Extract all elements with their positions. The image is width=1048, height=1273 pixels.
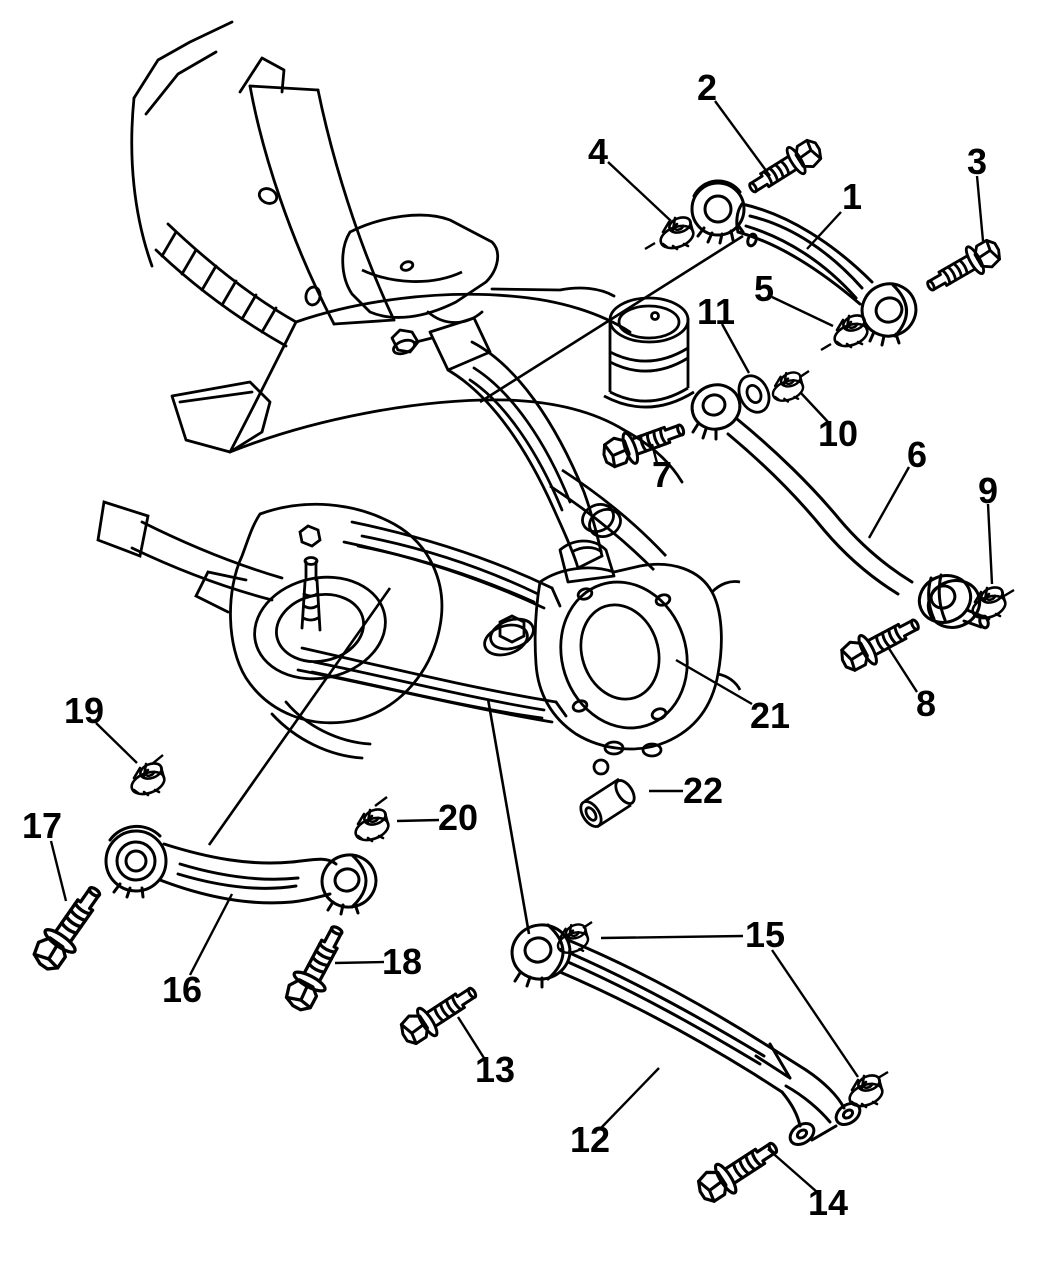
upper-arm-installed <box>390 316 604 570</box>
callout-1: 1 <box>842 176 862 217</box>
leader-1 <box>806 211 842 250</box>
leader-14 <box>767 1148 818 1193</box>
leader-15b <box>771 949 859 1078</box>
leader-lines <box>49 100 994 1193</box>
leader-6 <box>867 466 911 539</box>
subframe-bushing <box>603 296 695 409</box>
leader-5 <box>771 295 834 328</box>
callout-17: 17 <box>22 805 62 846</box>
rear-upper-beam <box>549 468 668 571</box>
part-2-bolt <box>741 132 828 204</box>
heat-shield <box>341 213 500 319</box>
leader-20 <box>396 818 440 823</box>
leader-2 <box>714 100 771 177</box>
callout-6: 6 <box>907 434 927 475</box>
part-20-nut <box>351 805 393 846</box>
callout-12: 12 <box>570 1119 610 1160</box>
part-14-bolt <box>691 1130 786 1210</box>
callout-9: 9 <box>978 470 998 511</box>
callout-11: 11 <box>697 291 735 332</box>
callout-4: 4 <box>588 131 608 172</box>
part-6-toe-link <box>690 383 990 630</box>
leader-9 <box>986 503 994 585</box>
callout-18: 18 <box>382 941 422 982</box>
part-3-bolt <box>919 232 1007 302</box>
leader-11 <box>720 323 751 374</box>
leader-19 <box>95 722 138 764</box>
callout-5: 5 <box>754 268 774 309</box>
callout-8: 8 <box>916 683 936 724</box>
part-22-spacer <box>579 777 636 829</box>
leader-21 <box>675 658 753 706</box>
leader-18 <box>334 960 385 965</box>
part-5-nut <box>830 311 872 352</box>
subframe <box>130 20 684 484</box>
callout-3: 3 <box>967 141 987 182</box>
part-8-bolt <box>834 607 927 679</box>
callout-15: 15 <box>745 914 785 955</box>
leader-13 <box>456 1016 486 1059</box>
leader-15a <box>600 934 744 940</box>
part-19-nut <box>127 759 169 800</box>
callout-20: 20 <box>438 797 478 838</box>
callout-21: 21 <box>750 695 790 736</box>
callout-7: 7 <box>652 454 672 495</box>
leader-7 <box>650 443 659 464</box>
leader-4 <box>607 161 672 222</box>
part-17-bolt <box>26 877 113 978</box>
lower-arms-installed <box>96 500 568 724</box>
leader-10 <box>799 391 830 424</box>
differential-mount <box>194 502 444 760</box>
part-1-camber-link <box>690 179 918 347</box>
part-4-nut <box>656 213 698 254</box>
callout-10: 10 <box>818 413 858 454</box>
callout-19: 19 <box>64 690 104 731</box>
leader-8 <box>886 646 919 693</box>
leader-12 <box>600 1067 660 1129</box>
part-16-lower-arm <box>104 824 378 916</box>
callout-2: 2 <box>697 67 717 108</box>
callout-22: 22 <box>683 770 723 811</box>
callout-14: 14 <box>808 1182 848 1223</box>
leader-16 <box>188 893 234 976</box>
part-13-bolt <box>394 976 485 1052</box>
axis-ticks <box>151 241 1015 1080</box>
knuckle <box>533 539 742 776</box>
callouts: 1 2 3 4 5 6 7 8 9 10 11 12 13 14 15 16 1… <box>22 67 998 1223</box>
callout-13: 13 <box>475 1049 515 1090</box>
part-12-trailing-link <box>510 923 862 1146</box>
part-18-bolt <box>279 918 355 1017</box>
leader-17 <box>49 840 68 902</box>
part-10-nut <box>768 368 808 406</box>
callout-16: 16 <box>162 969 202 1010</box>
part-11-washer <box>737 374 771 414</box>
leader-3 <box>975 175 985 242</box>
assembly-lines <box>207 234 744 935</box>
